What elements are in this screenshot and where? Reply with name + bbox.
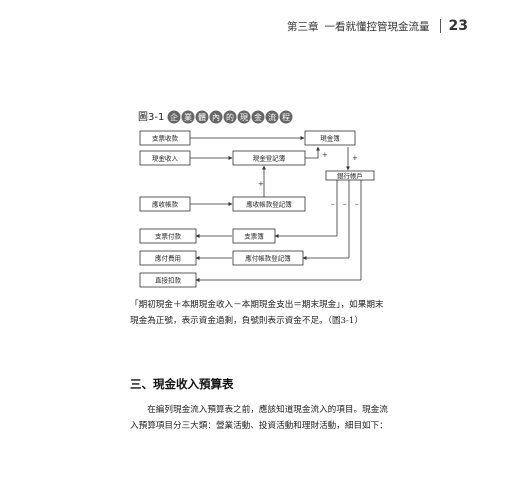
intro-paragraph: 在編列現金流入預算表之前，應該知道現金流入的項目。現金流入預算項目分三大類：營業…	[130, 405, 388, 431]
title-char: 的	[226, 112, 234, 122]
cash-flow-diagram: 圖3-1 企 業 體 內 的 現 金 流 程 + + + – – – 支票收款	[138, 110, 375, 288]
minus-sign: –	[343, 200, 347, 208]
title-char: 內	[212, 113, 220, 122]
section-title: 三、現金收入預算表	[130, 377, 234, 391]
box-label: 直接扣款	[155, 276, 182, 285]
minus-sign: –	[355, 200, 359, 208]
box-label: 支票收款	[152, 134, 179, 143]
title-char: 程	[282, 113, 290, 122]
plus-sign: +	[258, 180, 264, 188]
plus-sign: +	[322, 151, 328, 159]
box-label: 支票簿	[244, 232, 264, 241]
box-label: 應付費用	[155, 254, 181, 263]
title-circle	[279, 110, 293, 124]
box-direct-debit	[139, 272, 197, 288]
title-circle	[251, 110, 265, 124]
minus-sign: –	[331, 200, 335, 208]
plus-sign: +	[352, 154, 358, 162]
body-paragraph: 「期初現金＋本期現金收入－本期現金支出＝期末現金」，如果期末現金為正號，表示資金…	[130, 298, 388, 329]
body-paragraph: 在編列現金流入預算表之前，應該知道現金流入的項目。現金流入預算項目分三大類：營業…	[130, 403, 388, 434]
title-char: 金	[254, 112, 262, 122]
figure-title: 企 業 體 內 的 現 金 流 程	[167, 110, 293, 124]
header-divider	[439, 19, 441, 33]
title-circle	[167, 110, 181, 124]
box-cash-book	[304, 130, 356, 146]
title-circle	[195, 110, 209, 124]
box-label: 應收帳款	[152, 200, 179, 209]
chapter-label: 第三章	[287, 20, 319, 33]
box-payables-ledger	[232, 250, 304, 266]
title-char: 業	[184, 112, 192, 122]
box-cash-income	[139, 150, 191, 166]
page-number: 23	[448, 18, 468, 34]
title-circle	[209, 110, 223, 124]
title-circle	[223, 110, 237, 124]
box-accrued-expenses	[139, 250, 197, 266]
box-check-payment	[139, 228, 197, 244]
box-label: 應收帳款登記簿	[246, 200, 292, 209]
box-receivables-ledger	[232, 196, 306, 212]
box-label: 現金收入	[152, 154, 179, 163]
box-label: 現金登記簿	[253, 154, 286, 163]
title-circle	[181, 110, 195, 124]
box-label: 支票付款	[155, 232, 182, 241]
box-check-receipts	[139, 130, 191, 146]
box-bank-account	[325, 170, 375, 181]
title-char: 體	[198, 112, 206, 122]
box-label: 現金簿	[320, 134, 340, 143]
arrow-register-to-cashbook	[305, 146, 320, 159]
title-char: 流	[268, 112, 276, 122]
box-label: 銀行帳戶	[337, 171, 363, 180]
title-circle	[237, 110, 251, 124]
box-checkbook	[232, 228, 276, 244]
title-char: 企	[170, 112, 178, 122]
box-cash-register	[232, 150, 306, 166]
box-label: 應付帳款登記簿	[245, 254, 291, 263]
box-accounts-receivable	[139, 196, 191, 212]
title-char: 現	[240, 113, 248, 122]
formula-paragraph: 「期初現金＋本期現金收入－本期現金支出＝期末現金」，如果期末現金為正號，表示資金…	[130, 300, 384, 326]
chapter-title: 一看就懂控管現金流量	[324, 20, 430, 33]
page-header: 第三章 一看就懂控管現金流量 23	[287, 18, 468, 34]
title-circle	[265, 110, 279, 124]
figure-label: 圖3-1	[138, 111, 164, 123]
